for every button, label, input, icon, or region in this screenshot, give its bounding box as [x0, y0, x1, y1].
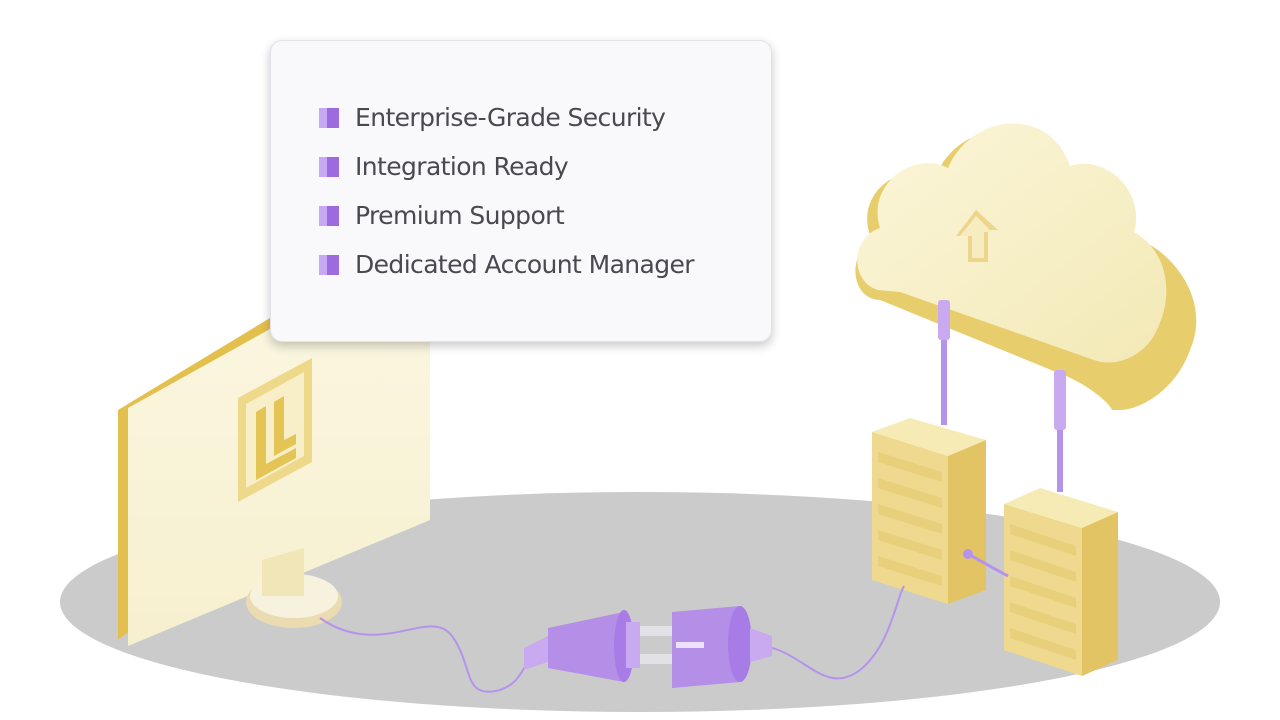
feature-label: Enterprise-Grade Security	[355, 103, 666, 132]
server-rack-icon	[1004, 488, 1118, 676]
feature-label: Dedicated Account Manager	[355, 250, 695, 279]
power-cable	[967, 552, 1009, 578]
server-rack-icon	[872, 418, 986, 604]
square-bullet-icon	[319, 107, 339, 128]
feature-item-account-manager: Dedicated Account Manager	[319, 240, 695, 289]
power-cable	[747, 585, 905, 680]
feature-label: Premium Support	[355, 201, 565, 230]
square-bullet-icon	[319, 254, 339, 275]
feature-label: Integration Ready	[355, 152, 569, 181]
power-socket-icon	[640, 606, 772, 688]
feature-item-security: Enterprise-Grade Security	[319, 93, 694, 142]
features-list: Enterprise-Grade Security Integration Re…	[319, 93, 695, 289]
features-card: Enterprise-Grade Security Integration Re…	[270, 40, 772, 342]
cable-icon	[938, 300, 1066, 492]
cloud-upload-icon	[855, 123, 1197, 410]
feature-item-support: Premium Support	[319, 191, 694, 240]
feature-item-integration: Integration Ready	[319, 142, 694, 191]
power-plug-icon	[524, 610, 640, 682]
square-bullet-icon	[319, 156, 339, 177]
power-cable	[319, 617, 553, 693]
logo-mark-icon	[238, 358, 312, 502]
square-bullet-icon	[319, 205, 339, 226]
